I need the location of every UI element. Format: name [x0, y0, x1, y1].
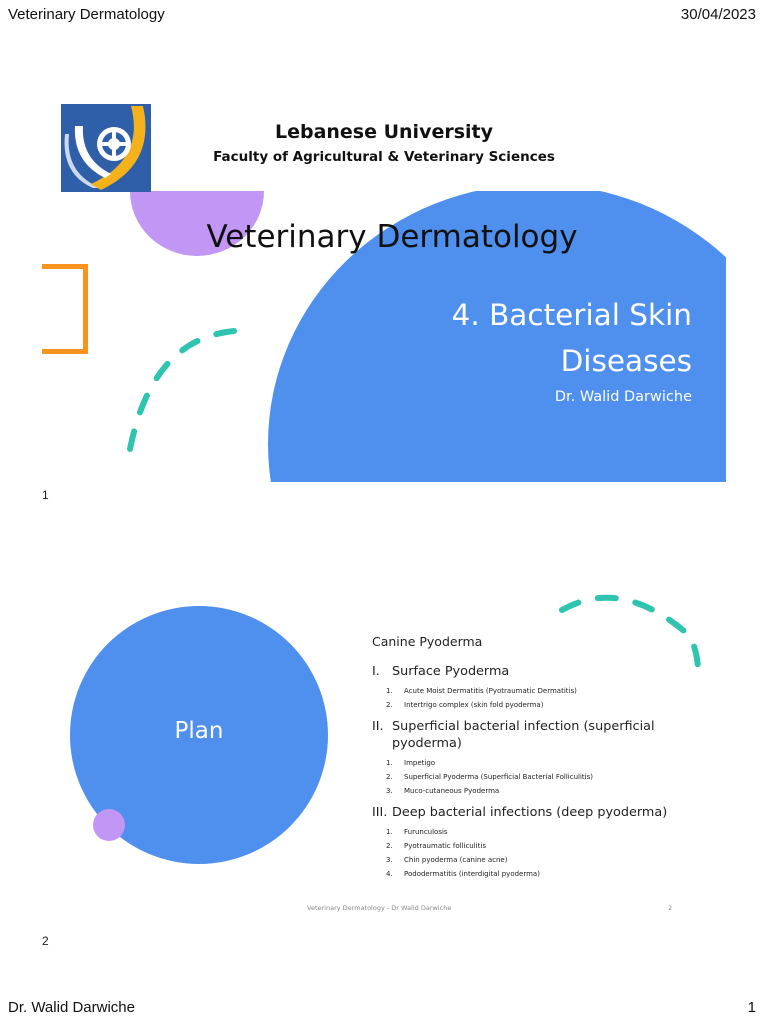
slide-1: Lebanese University Faculty of Agricultu…	[42, 96, 726, 482]
teal-dashed-arc-decoration	[127, 328, 237, 452]
outline-section: II. Superficial bacterial infection (supe…	[372, 718, 692, 798]
teal-dashed-arc-decoration-2	[559, 594, 701, 671]
list-item: 1.Furunculosis	[386, 828, 448, 836]
slide-2-footer: Veterinary Dermatology - Dr Walid Darwic…	[307, 904, 452, 912]
slide-1-number: 1	[42, 488, 49, 502]
list-item: 1.Acute Moist Dermatitis (Pyotraumatic D…	[386, 687, 577, 695]
section-number: I.	[372, 664, 380, 679]
page-footer-author: Dr. Walid Darwiche	[8, 999, 135, 1016]
subtitle-line-1: 4. Bacterial Skin	[451, 298, 692, 332]
outline-section: III. Deep bacterial infections (deep pyod…	[372, 804, 692, 881]
slide-1-author: Dr. Walid Darwiche	[554, 389, 692, 405]
university-logo-icon	[61, 104, 151, 192]
slide-1-title: Veterinary Dermatology	[206, 219, 578, 255]
university-name: Lebanese University	[274, 121, 494, 143]
page-header-title: Veterinary Dermatology	[8, 6, 165, 23]
section-title: Deep bacterial infections (deep pyoderma…	[392, 805, 668, 820]
plan-label: Plan	[174, 718, 224, 744]
list-item: 3.Muco-cutaneous Pyoderma	[386, 787, 500, 795]
list-item: 1.Impetigo	[386, 759, 436, 767]
page-footer-number: 1	[747, 999, 756, 1016]
slide-2-page-number: 2	[668, 904, 673, 912]
small-purple-circle-decoration	[93, 809, 125, 841]
faculty-name: Faculty of Agricultural & Veterinary Sci…	[213, 149, 555, 165]
slide-1-subtitle: 4. Bacterial Skin Diseases	[352, 292, 692, 384]
section-number: II.	[372, 719, 384, 734]
page-header-date: 30/04/2023	[680, 6, 756, 23]
section-number: III.	[372, 805, 388, 820]
header-band	[42, 96, 726, 191]
outline-section: I. Surface Pyoderma 1.Acute Moist Dermati…	[372, 663, 692, 712]
list-item: 4.Pododermatitis (interdigital pyoderma)	[386, 870, 540, 878]
list-item: 2.Superficial Pyoderma (Superficial Bact…	[386, 773, 593, 781]
orange-bracket-decoration	[42, 264, 88, 354]
list-item: 3.Chin pyoderma (canine acne)	[386, 856, 508, 864]
section-title: Surface Pyoderma	[392, 664, 510, 679]
subtitle-line-2: Diseases	[560, 344, 692, 378]
slide-2: Plan Canine Pyoderma I. Surface Pyoderma …	[42, 560, 726, 916]
slide-2-number: 2	[42, 934, 49, 948]
section-title: Superficial bacterial infection (superfi…	[392, 719, 655, 751]
list-item: 2.Pyotraumatic folliculitis	[386, 842, 486, 850]
outline-heading: Canine Pyoderma	[372, 634, 483, 649]
list-item: 2.Intertrigo complex (skin fold pyoderma…	[386, 701, 544, 709]
plan-outline: Canine Pyoderma I. Surface Pyoderma 1.Acu…	[372, 634, 692, 887]
